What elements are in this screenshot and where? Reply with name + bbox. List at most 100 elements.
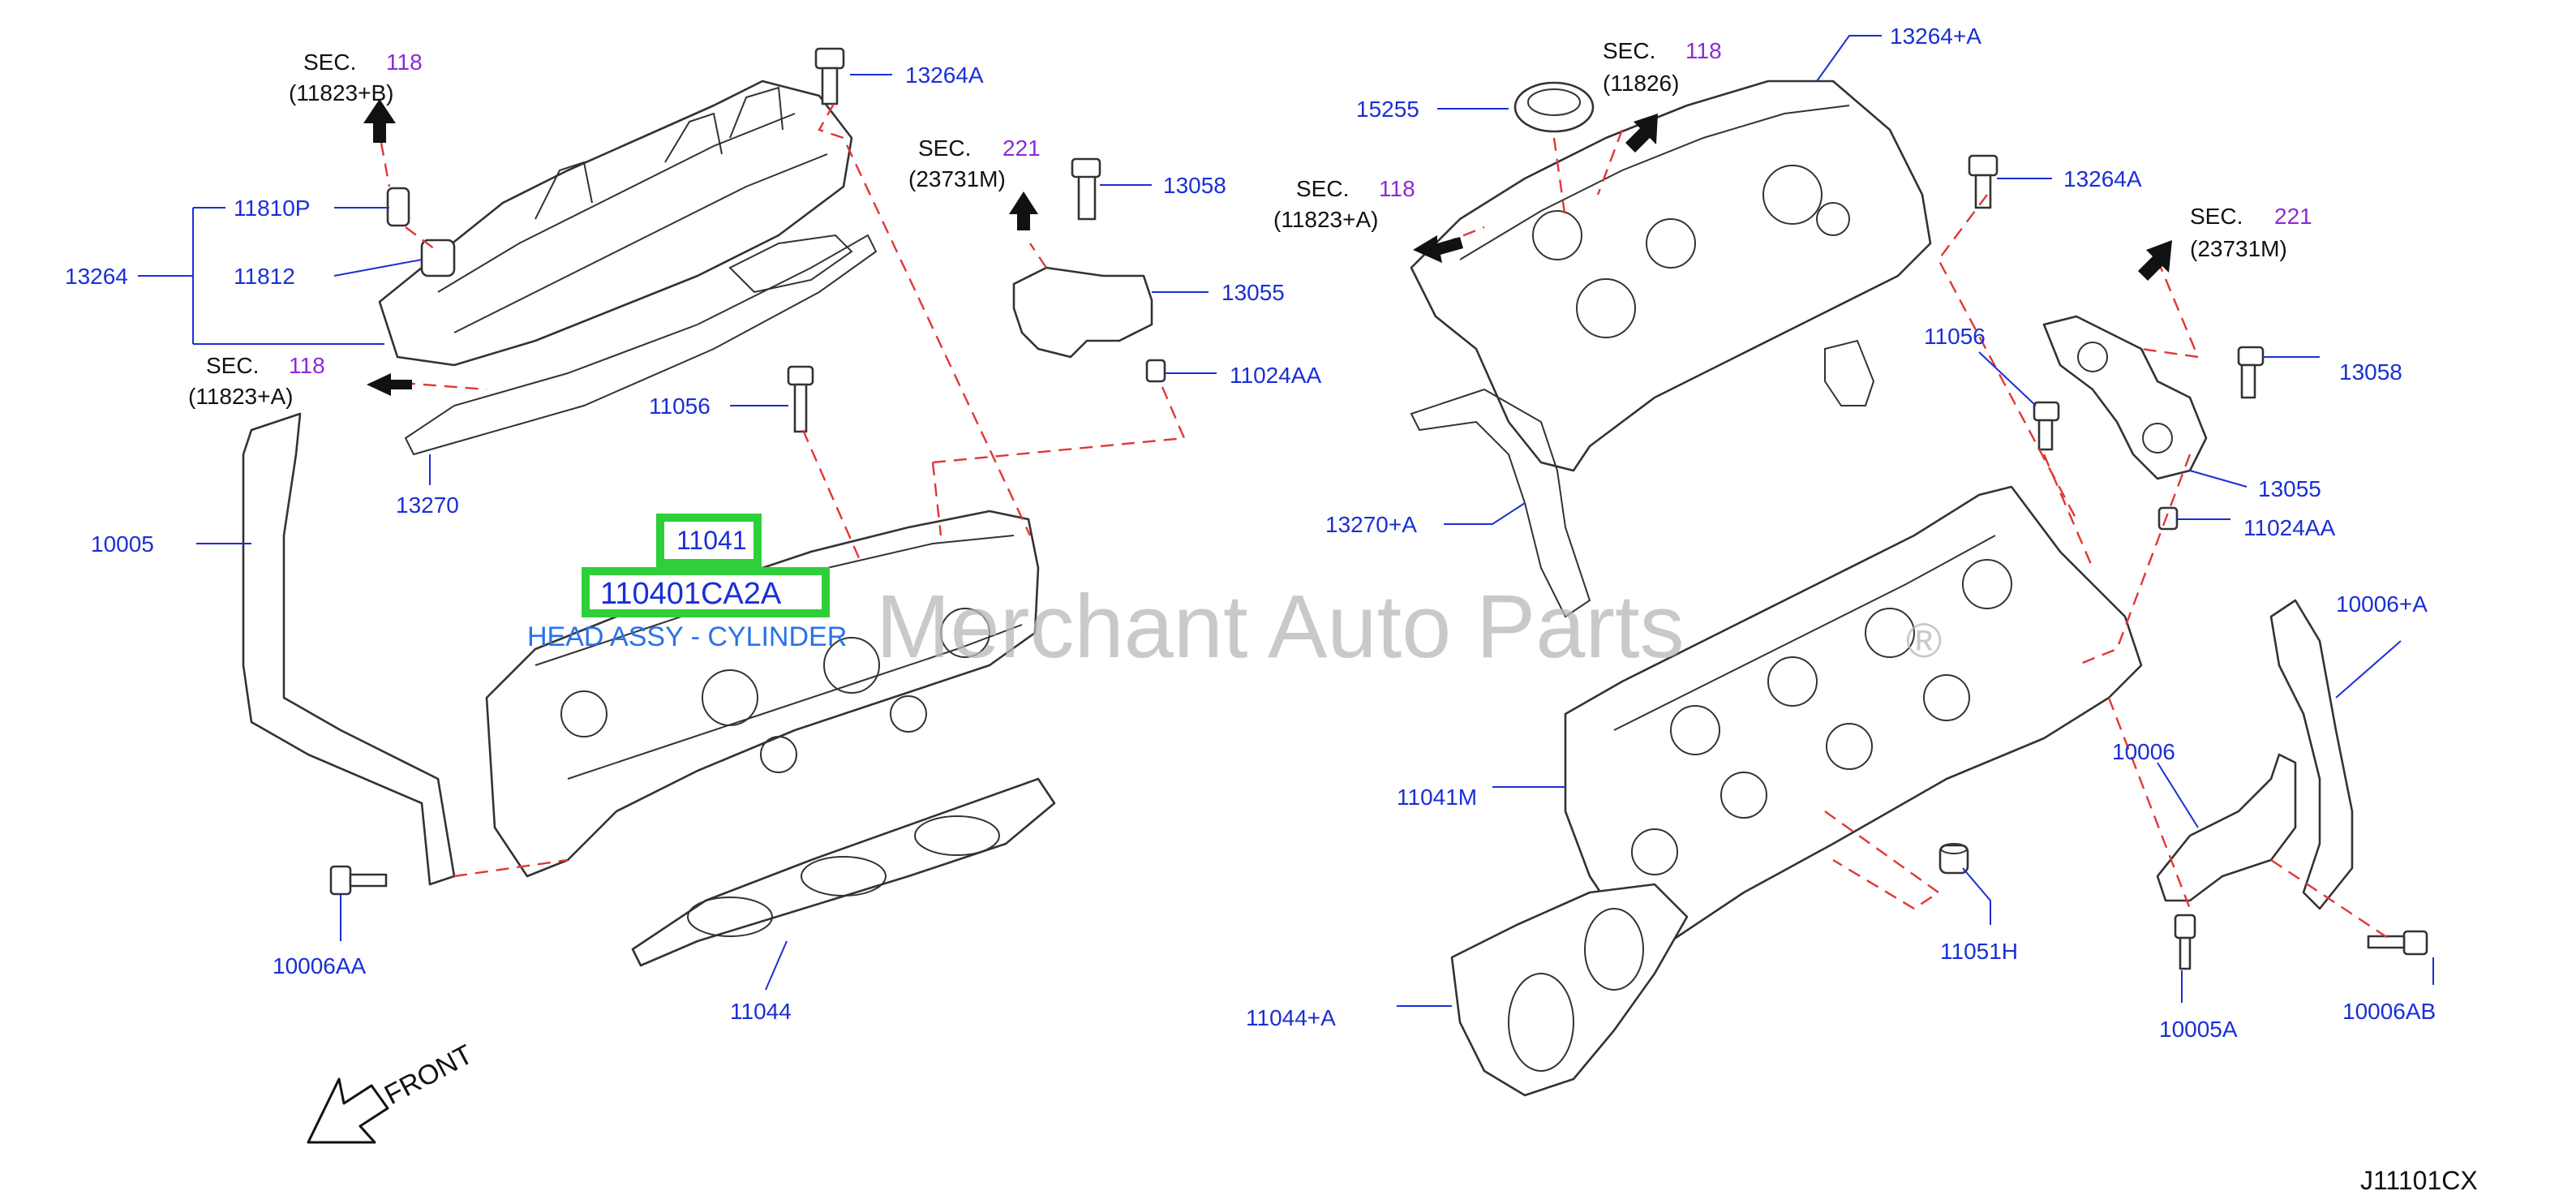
head-gasket-left[interactable] (631, 777, 1056, 967)
head-gasket-left-bore-1 (687, 897, 773, 937)
label-11044[interactable]: 11044 (730, 999, 792, 1024)
label-10006[interactable]: 10006 (2112, 739, 2175, 764)
bolt-13264A-top[interactable] (814, 47, 845, 105)
label-13270plusA[interactable]: 13270+A (1325, 512, 1417, 537)
label-15255[interactable]: 15255 (1356, 97, 1419, 122)
rocker-cover-right[interactable] (1410, 80, 1932, 472)
guide-line-right-10 (1824, 811, 1941, 910)
label-11812[interactable]: 11812 (234, 264, 295, 289)
section-ref-5[interactable]: SEC. 118 (11826) (1603, 38, 1722, 96)
label-13055-left[interactable]: 13055 (1221, 280, 1285, 305)
arrow-icon-sec-11826 (1625, 114, 1658, 153)
guide-line-right-6 (2140, 259, 2200, 359)
section-ref-2[interactable]: SEC. 118 (11823+A) (188, 353, 325, 409)
section-ref-6-number[interactable]: 221 (2274, 204, 2312, 229)
rocker-cover-left[interactable] (378, 80, 853, 367)
label-13058-right[interactable]: 13058 (2339, 359, 2402, 385)
section-ref-5-number[interactable]: 118 (1685, 38, 1722, 63)
vtc-solenoid-right[interactable] (2042, 315, 2265, 531)
arrow-icon-sec-11823B (363, 99, 396, 143)
watermark: Merchant Auto Parts (876, 577, 1685, 677)
cylinder-head-right[interactable] (1564, 485, 2143, 951)
bolt-10005A[interactable] (2174, 914, 2196, 970)
guide-line-right-7 (2076, 454, 2192, 667)
guide-line-right-9 (2270, 859, 2394, 942)
gasket-oil-cutout (728, 234, 853, 294)
label-13264plusA[interactable]: 13264+A (1890, 24, 1981, 49)
bolt-11056-right[interactable] (2033, 401, 2060, 451)
bolt-10006AB[interactable] (2367, 930, 2428, 956)
label-11810P[interactable]: 11810P (234, 196, 310, 221)
leader-11044 (765, 940, 788, 991)
bolt-13264A-right[interactable] (1968, 154, 1999, 209)
arrow-icon-sec-11823A-left (367, 373, 412, 396)
rocker-cover-gasket-right[interactable] (1410, 388, 1591, 618)
section-ref-3-number[interactable]: 221 (1002, 135, 1041, 161)
label-10005A[interactable]: 10005A (2159, 1017, 2238, 1042)
leader-13270plusA (1444, 502, 1526, 525)
label-11056-right[interactable]: 11056 (1924, 324, 1986, 349)
highlight-box-catalog-number[interactable] (582, 567, 830, 617)
section-ref-4[interactable]: SEC. 118 (11823+A) (1273, 176, 1415, 232)
label-11024AA-right[interactable]: 11024AA (2243, 515, 2335, 540)
oil-filler-cap-15255[interactable] (1513, 81, 1595, 133)
arrow-icon-sec-23731M-right (2138, 240, 2172, 281)
pcv-valve[interactable] (386, 187, 410, 227)
leader-13264plusA (1816, 35, 1882, 82)
leader-11051H (1962, 867, 1991, 925)
label-13264[interactable]: 13264 (65, 264, 128, 289)
guide-line-left-5 (380, 380, 487, 391)
section-ref-6-code: (23731M) (2190, 236, 2287, 261)
section-ref-4-number[interactable]: 118 (1379, 176, 1415, 201)
label-11051H[interactable]: 11051H (1940, 939, 2018, 964)
highlight-box-part-number[interactable] (656, 514, 762, 567)
label-11044plusA[interactable]: 11044+A (1246, 1005, 1336, 1030)
section-ref-2-number[interactable]: 118 (289, 353, 325, 378)
section-ref-5-word: SEC. (1603, 38, 1655, 63)
bracket-10006plusA[interactable] (2269, 599, 2354, 910)
label-13270[interactable]: 13270 (396, 492, 459, 518)
label-13264A-right[interactable]: 13264A (2063, 166, 2142, 191)
section-ref-6[interactable]: SEC. 221 (23731M) (2190, 204, 2312, 261)
diagram-code: J11101CX (2360, 1166, 2478, 1195)
section-ref-1[interactable]: SEC. 118 (11823+B) (289, 49, 423, 105)
highlight-catalog-number[interactable]: 110401CA2A (600, 577, 782, 611)
label-10006AA[interactable]: 10006AA (273, 953, 367, 978)
label-13055-right[interactable]: 13055 (2258, 476, 2321, 501)
section-ref-2-word: SEC. (206, 353, 259, 378)
bracket-10005[interactable] (242, 412, 456, 886)
arrow-icon-sec-11823A-right (1413, 235, 1463, 263)
bolt-10006AA[interactable] (329, 865, 388, 896)
label-10005[interactable]: 10005 (91, 531, 154, 557)
rocker-cover-gasket-left[interactable] (404, 234, 878, 456)
gasket-cutout-right (1824, 339, 1875, 406)
label-11041M[interactable]: 11041M (1397, 785, 1477, 810)
section-ref-5-code: (11826) (1603, 71, 1679, 96)
head-gasket-right[interactable] (1450, 883, 1689, 1097)
label-10006plusA[interactable]: 10006+A (2336, 591, 2428, 617)
pcv-grommet[interactable] (420, 239, 456, 277)
guide-line-left-4 (801, 429, 861, 561)
label-11056-left[interactable]: 11056 (649, 393, 711, 419)
bolt-11056-left[interactable] (787, 365, 814, 433)
leader-10006plusA (2335, 640, 2402, 699)
highlight-part-number[interactable]: 11041 (676, 526, 747, 555)
leader-11812 (333, 259, 423, 277)
plug-11051H[interactable] (1938, 843, 1969, 875)
label-13264A-top[interactable]: 13264A (905, 62, 984, 88)
label-13058-left[interactable]: 13058 (1163, 173, 1226, 198)
leader-13055-right (2189, 470, 2248, 488)
guide-line-left-3 (818, 103, 1032, 536)
head-gasket-left-bore-2 (801, 856, 887, 897)
section-ref-1-number[interactable]: 118 (386, 49, 423, 75)
label-11024AA-left[interactable]: 11024AA (1230, 363, 1321, 388)
guide-line-left-1 (380, 142, 391, 187)
watermark-registered-symbol: ® (1906, 613, 1942, 668)
guide-line-left-6 (453, 858, 569, 878)
label-10006AB[interactable]: 10006AB (2342, 999, 2436, 1024)
vtc-solenoid-left[interactable] (1012, 157, 1166, 383)
guide-line-right-1 (1552, 137, 1567, 220)
head-gasket-right-bore-2 (1584, 908, 1644, 991)
section-ref-3[interactable]: SEC. 221 (23731M) (908, 135, 1041, 191)
